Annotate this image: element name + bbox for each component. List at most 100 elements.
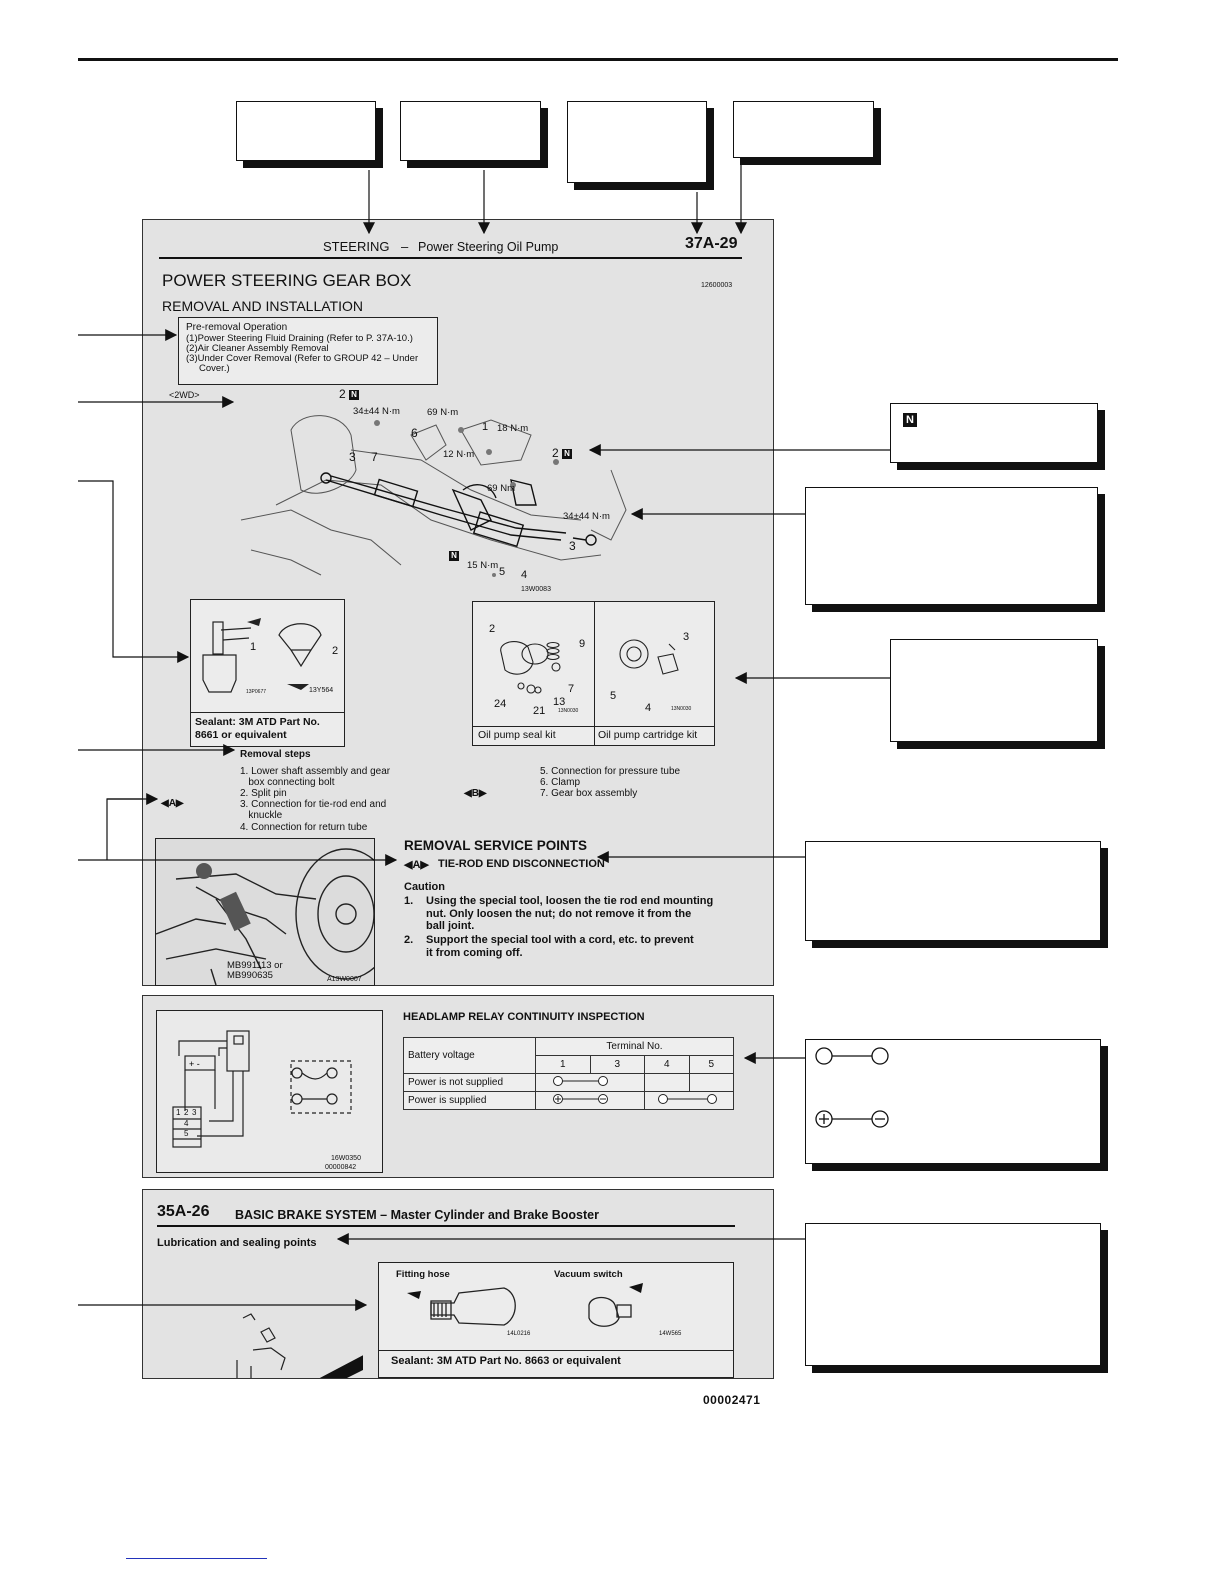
removal-step-3: 3. Connection for tie-rod end and [240,799,387,810]
header-dash: – [401,239,409,254]
removal-marker-b: ◀B▶ [464,788,487,799]
label-2n-top: 2 [339,387,346,401]
callout-torque [805,487,1098,605]
sealant-code-a: 13P0677 [246,689,267,695]
callout-n-symbol: N [890,403,1098,463]
caution-2-line-2: it from coming off. [426,947,523,959]
continuity-link-symbol [658,1094,717,1104]
gearbox-title: POWER STEERING GEAR BOX [162,271,412,290]
brake-code-b: 14W565 [659,1331,682,1337]
label-torque-34-44-top: 34±44 N·m [353,406,400,417]
continuity-legend-symbols [815,1047,889,1128]
top-rule [78,58,1118,61]
tie-rod-tool-illustration [156,848,374,985]
label-torque-69-mid: 69 Nm [487,483,515,494]
label-2n-right: 2 [552,446,559,460]
brake-sealant-caption: Sealant: 3M ATD Part No. 8663 or equival… [391,1355,621,1367]
brake-title: BASIC BRAKE SYSTEM – Master Cylinder and… [235,1208,599,1222]
brake-page-number: 35A-26 [157,1203,210,1220]
tie-rod-tool-figure: MB991113 or MB990635 A13W0007 [155,838,375,986]
brake-header-rule [157,1225,735,1227]
gearbox-page-panel: STEERING – Power Steering Oil Pump 37A-2… [142,219,774,986]
seal-label-2: 2 [489,623,496,635]
removal-step-1: 1. Lower shaft assembly and gear [240,766,391,777]
cart-caption: Oil pump cartridge kit [598,729,698,741]
continuity-4-5-on [644,1091,734,1110]
continuity-1-3-off [535,1073,645,1092]
cart-label-3: 3 [683,631,690,643]
label-torque-18: 18 N·m [497,423,529,434]
header-rule [159,257,742,259]
label-torque-34-44-right: 34±44 N·m [563,511,610,522]
variant-label: <2WD> [169,390,200,400]
cart-label-5: 5 [610,690,617,702]
relay-fig-code-1: 16W0350 [331,1155,361,1162]
caution-1-line-3: ball joint. [426,920,475,932]
removal-step-4: 4. Connection for return tube [240,822,368,833]
pre-removal-line-3: (3)Under Cover Removal (Refer to GROUP 4… [186,353,419,364]
gearbox-subtitle: REMOVAL AND INSTALLATION [162,298,363,314]
gearbox-doc-code: 12600003 [701,282,733,289]
relay-pin-2: 2 [184,1108,189,1117]
sealant-caption-1: Sealant: 3M ATD Part No. [195,716,320,728]
diagram-fig-code: 13W0083 [521,586,551,593]
nonreusable-n-icon: N [903,413,917,427]
removal-step-2: 2. Split pin [240,788,287,799]
relay-pin-4: 4 [184,1119,189,1128]
relay-pin-3: 3 [192,1108,197,1117]
sealant-code-b: 13Y564 [309,687,334,694]
continuity-link-symbol [553,1076,608,1086]
relay-pin-1: 1 [176,1108,181,1117]
label-7: 7 [371,450,378,464]
label-6: 6 [411,426,418,440]
vacuum-switch-label: Vacuum switch [554,1269,623,1280]
relay-title: HEADLAMP RELAY CONTINUITY INSPECTION [403,1011,645,1023]
sealant-label-1: 1 [250,641,257,653]
service-points-heading: REMOVAL SERVICE POINTS [404,838,588,853]
callout-service-point [805,841,1101,941]
svg-text:+ -: + - [189,1059,200,1069]
tool-label-2: MB990635 [227,970,273,981]
removal-step-5: 5. Connection for pressure tube [540,766,681,777]
header-subtitle: Power Steering Oil Pump [418,240,559,254]
pre-removal-box: Pre-removal Operation (1)Power Steering … [178,317,438,385]
caution-1-line-2: nut. Only loosen the nut; do not remove … [426,908,692,920]
caution-1-line-1: Using the special tool, loosen the tie r… [426,895,714,907]
callout-continuity-legend [805,1039,1101,1164]
brake-sealant-box: Fitting hose Vacuum switch 14L0216 14W56… [378,1262,734,1378]
sealant-box: 1 2 13P0677 13Y564 Sealant: 3M ATD Part … [190,599,345,747]
brake-parts-illustration [407,1283,643,1327]
callout-section-title [236,101,376,161]
label-torque-15: 15 N·m [467,560,499,571]
nonreusable-icon-top: N [349,390,359,400]
service-points-sub: TIE-ROD END DISCONNECTION [438,858,605,870]
pre-removal-line-4: Cover.) [199,363,230,374]
footer-link-underline[interactable] [126,1558,267,1559]
brake-page-panel: 35A-26 BASIC BRAKE SYSTEM – Master Cylin… [142,1189,774,1379]
label-1: 1 [482,421,489,433]
nonreusable-icon-bottom: N [449,551,459,561]
caution-2-num: 2. [404,934,414,946]
label-4: 4 [521,569,528,581]
callout-brake [805,1223,1101,1366]
service-points-marker: ◀A▶ [404,859,429,871]
relay-fig-code-2: 00000842 [325,1164,357,1171]
pre-removal-line-1: (1)Power Steering Fluid Draining (Refer … [186,333,413,344]
removal-step-1b: box connecting bolt [240,777,335,788]
cart-code: 13N0030 [671,706,692,712]
removal-steps-heading: Removal steps [240,749,311,760]
relay-circuit-diagram: + - [172,1030,352,1148]
callout-kit [890,639,1098,742]
kit-box: 2 9 7 24 21 13 13N0030 3 5 4 13N0030 Oil… [472,601,715,746]
label-3-right: 3 [569,539,576,553]
relay-pin-5: 5 [184,1129,189,1138]
brake-code-a: 14L0216 [507,1331,531,1337]
callout-group-number [567,101,707,183]
seal-label-24: 24 [494,698,507,710]
pre-removal-line-2: (2)Air Cleaner Assembly Removal [186,343,329,354]
removal-step-3b: knuckle [240,810,283,821]
battery-polarity-symbol [553,1094,608,1104]
label-torque-12: 12 N·m [443,449,475,460]
sealant-caption-2: 8661 or equivalent [195,729,287,741]
seal-code: 13N0030 [558,708,579,714]
